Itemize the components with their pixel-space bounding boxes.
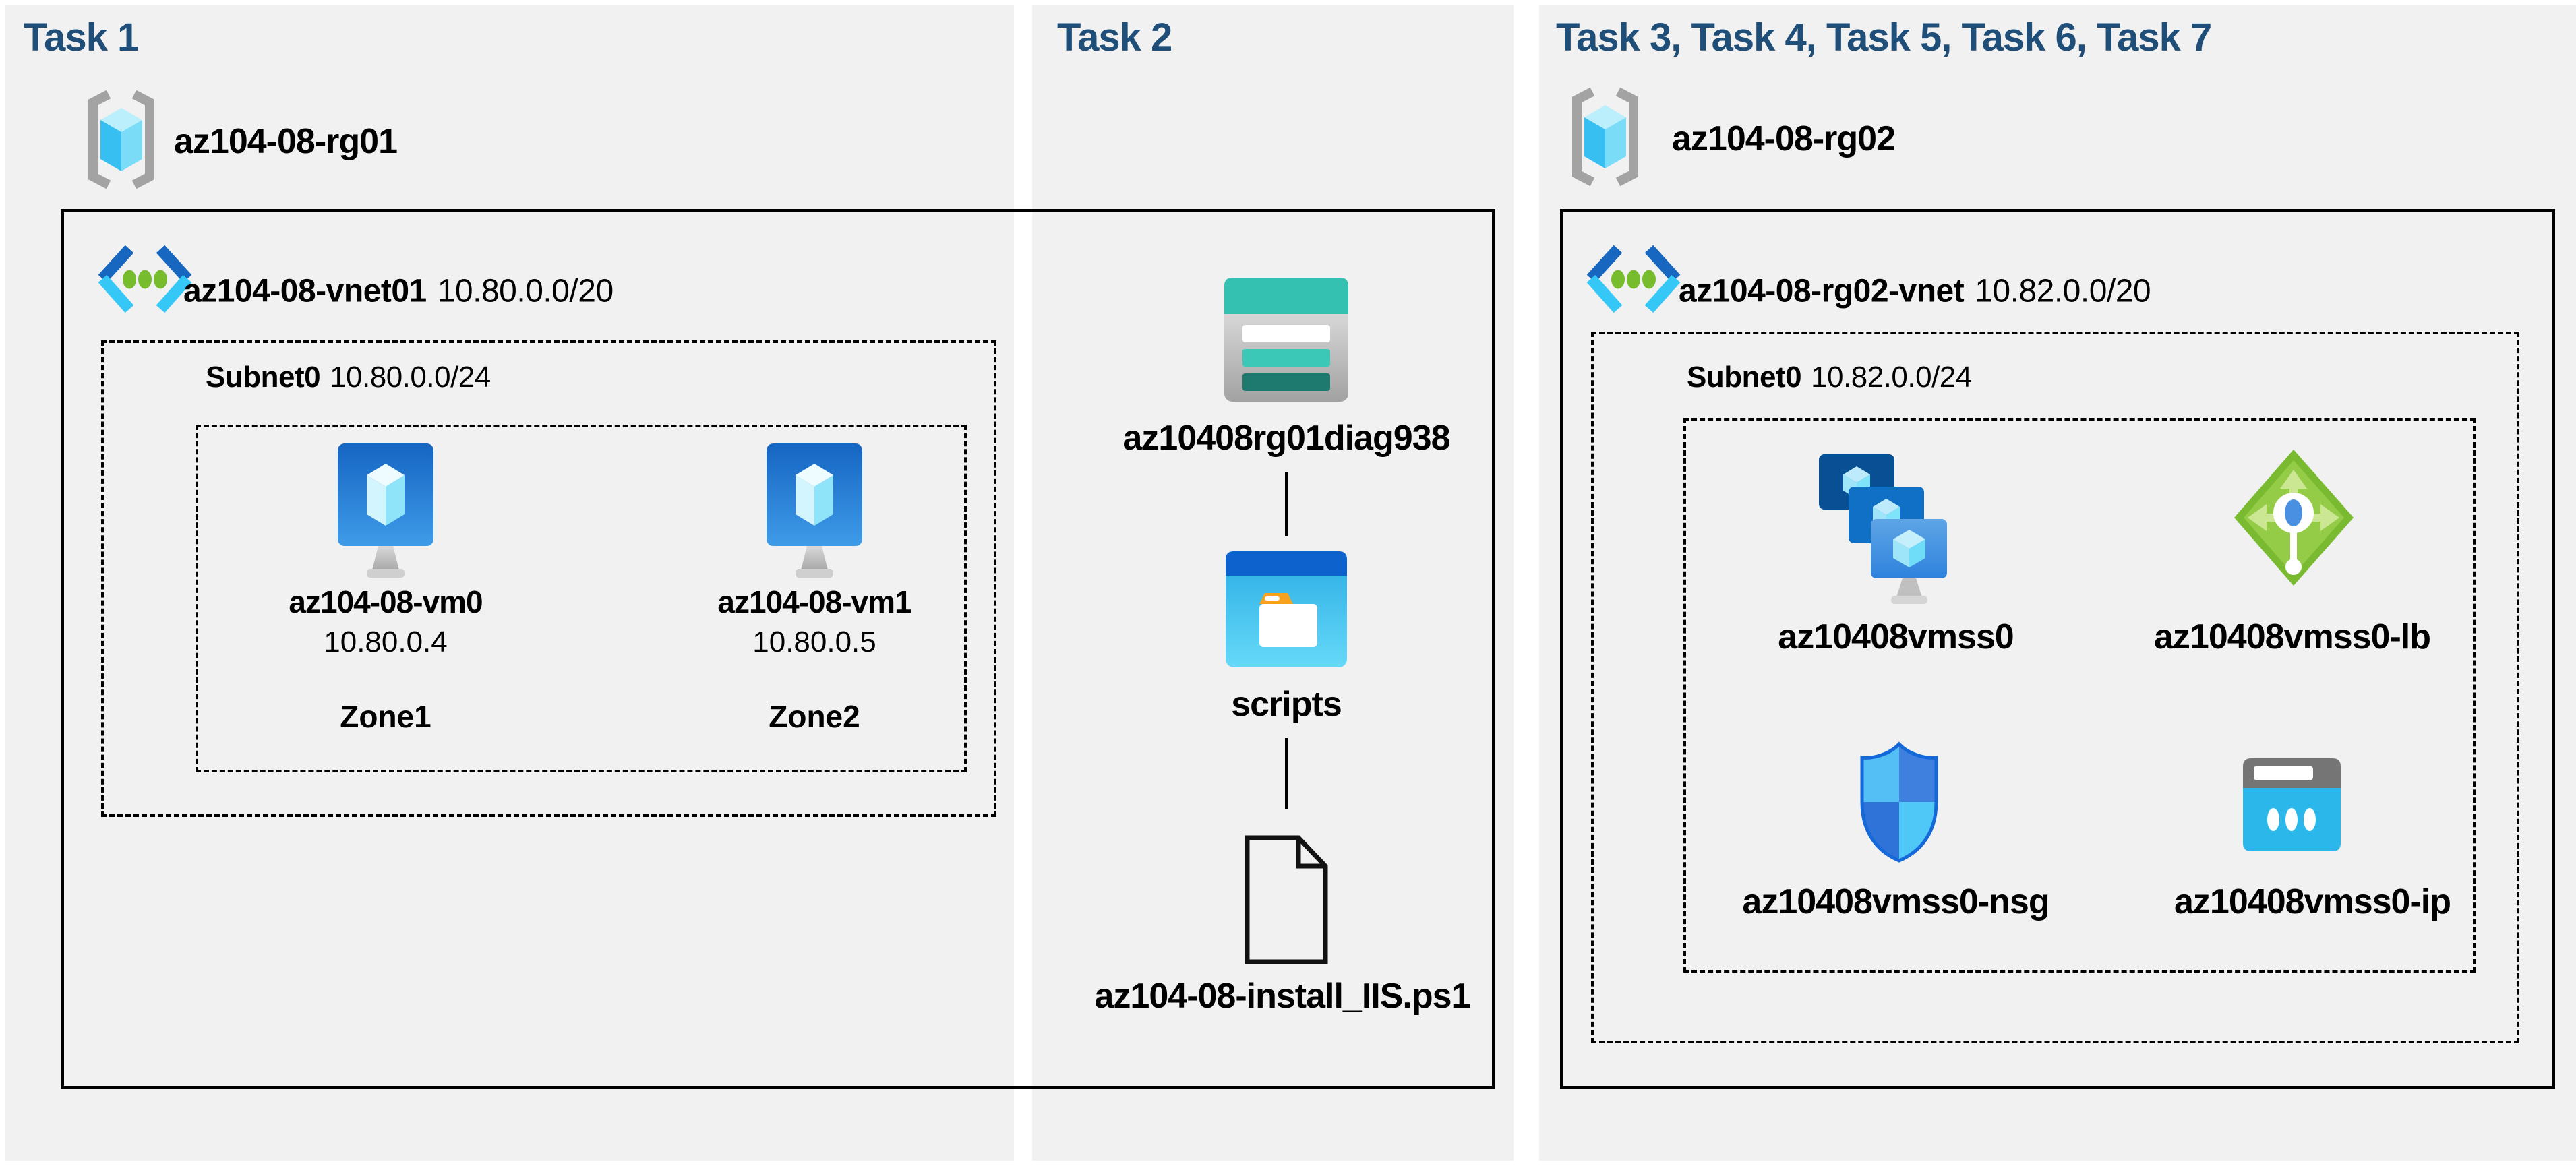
vmss-resources-dashed-box [1683, 418, 2476, 973]
vnet-label: az104-08-rg02-vnet 10.82.0.0/20 [1679, 273, 2151, 310]
container-label: scripts [1231, 685, 1342, 724]
public-ip-icon [2243, 758, 2341, 851]
task3-title: Task 3, Task 4, Task 5, Task 6, Task 7 [1556, 16, 2212, 59]
vnet1-boundary-box [61, 209, 1495, 1089]
vnet-label: az104-08-vnet01 10.80.0.0/20 [183, 273, 613, 310]
subnet0-dashed-box [1591, 332, 2519, 1043]
network-security-group-icon [1860, 741, 1938, 863]
storage-account-icon [1224, 278, 1348, 402]
subnet-cidr: 10.82.0.0/24 [1811, 361, 1972, 394]
subnet0-dashed-box [101, 340, 996, 817]
file-icon [1245, 835, 1328, 964]
subnet-name: Subnet0 [1687, 361, 1802, 394]
vm-zone-label: Zone2 [769, 699, 860, 734]
vm-name-label: az104-08-vm0 [289, 584, 483, 619]
task2-title: Task 2 [1057, 16, 1172, 59]
resource-group-icon [88, 90, 154, 189]
public-ip-label: az10408vmss0-ip [2174, 882, 2451, 921]
resource-group-label: az104-08-rg02 [1672, 119, 1896, 158]
vm-name-label: az104-08-vm1 [717, 584, 911, 619]
resource-group-label: az104-08-rg01 [174, 122, 398, 161]
virtual-machine-icon [767, 443, 862, 578]
resource-group-icon [1572, 87, 1638, 187]
vnet-name: az104-08-rg02-vnet [1679, 273, 1965, 309]
vmss-label: az10408vmss0 [1778, 617, 2014, 656]
subnet-label: Subnet0 10.80.0.0/24 [206, 361, 491, 394]
vnet-cidr: 10.80.0.0/20 [437, 273, 613, 309]
virtual-network-icon [98, 245, 192, 313]
nsg-label: az10408vmss0-nsg [1742, 882, 2049, 921]
virtual-machine-icon [338, 443, 433, 578]
subnet-cidr: 10.80.0.0/24 [330, 361, 491, 394]
availability-zone-dashed-box [196, 425, 967, 772]
vm-zone-label: Zone1 [340, 699, 431, 734]
vnet2-boundary-box [1560, 209, 2555, 1089]
task1-panel [5, 5, 1014, 1161]
connector-line [1285, 472, 1288, 536]
vnet-cidr: 10.82.0.0/20 [1975, 273, 2151, 309]
vm-ip-label: 10.80.0.5 [752, 625, 876, 658]
load-balancer-icon [2234, 450, 2354, 586]
script-file-label: az104-08-install_IIS.ps1 [1094, 977, 1471, 1016]
storage-account-label: az10408rg01diag938 [1122, 419, 1450, 458]
load-balancer-label: az10408vmss0-lb [2154, 617, 2431, 656]
task1-title: Task 1 [24, 16, 139, 59]
vm-ip-label: 10.80.0.4 [324, 625, 448, 658]
vnet-name: az104-08-vnet01 [183, 273, 427, 309]
connector-line [1285, 738, 1288, 809]
subnet-name: Subnet0 [206, 361, 321, 394]
virtual-network-icon [1586, 245, 1681, 313]
folder-icon [1226, 551, 1347, 667]
task3-panel [1539, 5, 2576, 1161]
vm-scale-set-icon [1819, 454, 1947, 604]
subnet-label: Subnet0 10.82.0.0/24 [1687, 361, 1972, 394]
